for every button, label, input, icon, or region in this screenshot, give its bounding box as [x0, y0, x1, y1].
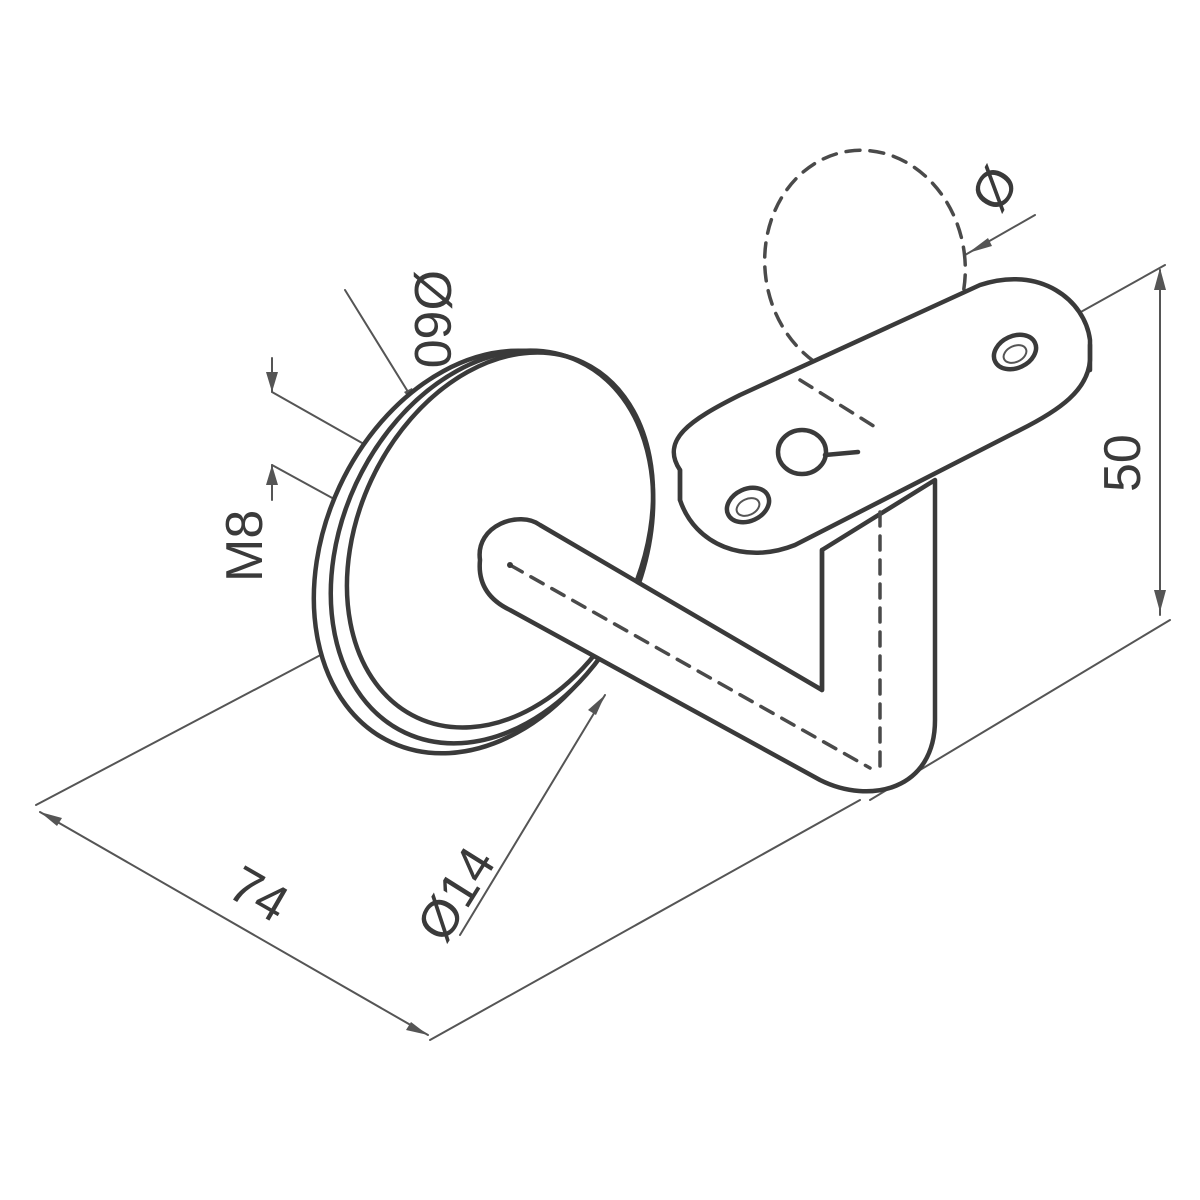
dim-60-label: Ø60 — [403, 270, 461, 368]
dim-50-label: 50 — [1094, 434, 1152, 492]
dim-rail-label: Ø — [960, 157, 1030, 221]
saddle-plate — [671, 277, 1093, 555]
dim-14-label: Ø14 — [406, 837, 507, 951]
dim-m8-label: M8 — [216, 510, 274, 582]
dimension-rail-diameter: Ø — [960, 157, 1036, 256]
dimension-60: Ø60 — [344, 270, 461, 409]
dimension-m8: M8 — [216, 357, 379, 582]
